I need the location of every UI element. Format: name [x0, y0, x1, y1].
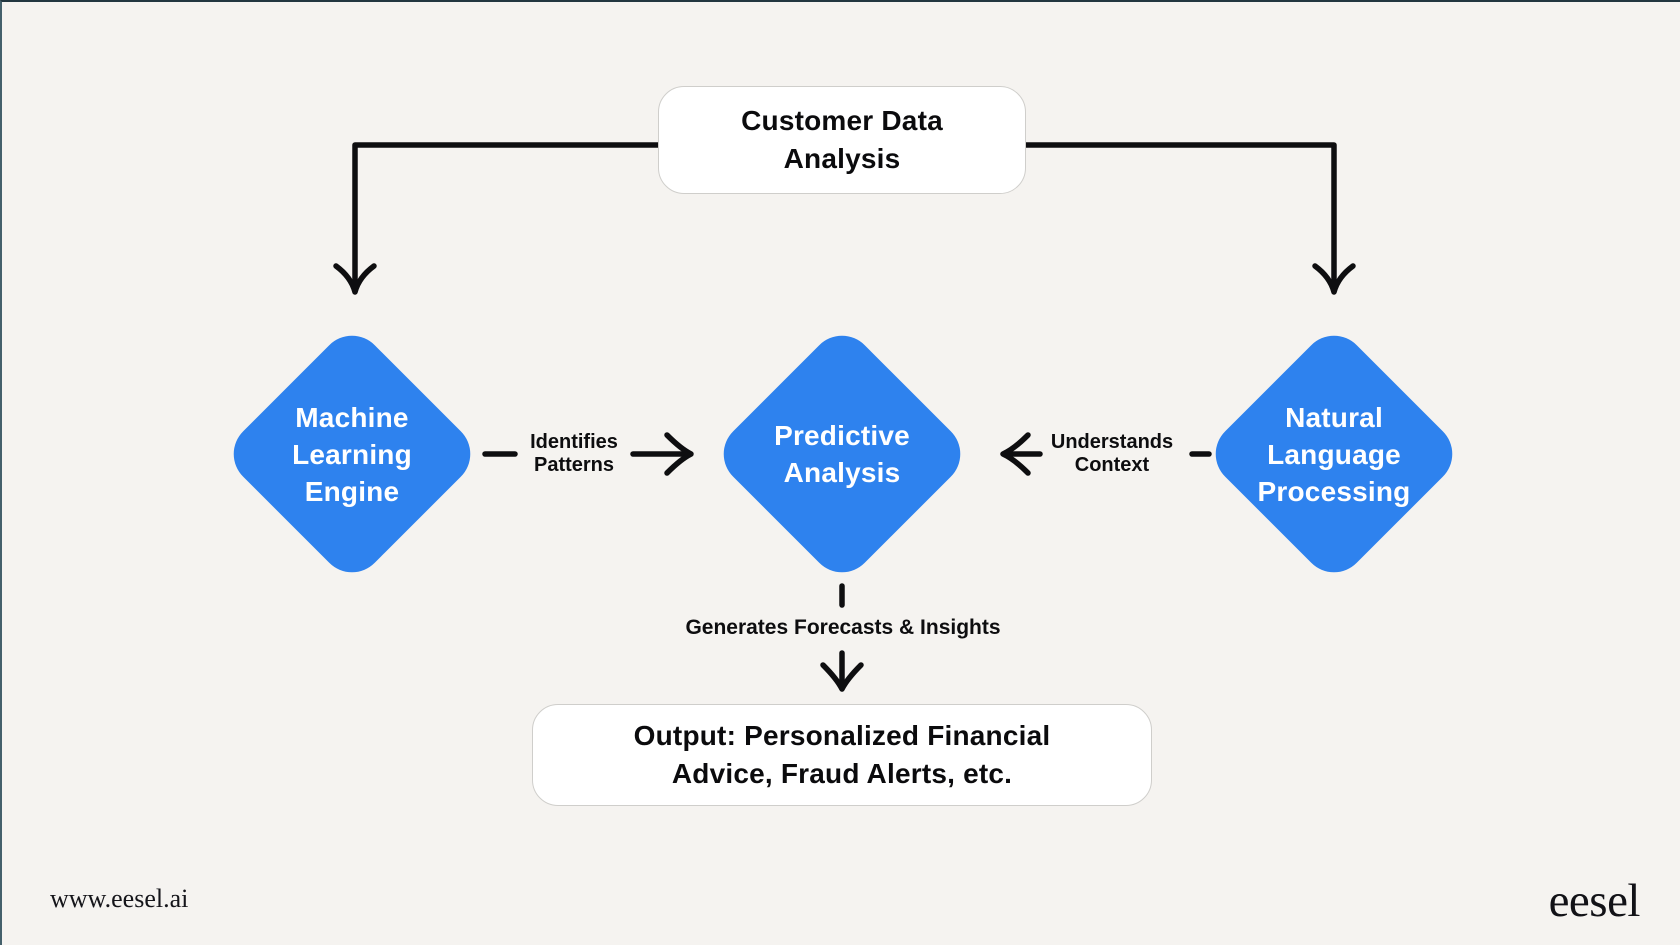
- node-predictive-analysis: Predictive Analysis: [710, 322, 974, 586]
- footer-website-url: www.eesel.ai: [50, 884, 189, 913]
- edge-label-understands-context: Understands Context: [1050, 431, 1174, 476]
- node-output-label: Output: Personalized Financial Advice, F…: [633, 720, 1051, 789]
- arrow-top-to-ml: [333, 142, 662, 295]
- arrow-top-to-nlp: [1022, 142, 1356, 295]
- eesel-logo: eesel: [1548, 875, 1641, 927]
- node-output: Output: Personalized Financial Advice, F…: [532, 704, 1152, 806]
- edge-label-identifies-patterns: Identifies Patterns: [530, 431, 618, 476]
- edge-label-generates-forecasts-insights: Generates Forecasts & Insights: [685, 616, 1001, 639]
- node-natural-language-processing-label: Natural Language Processing: [1257, 401, 1411, 507]
- node-customer-data-analysis: Customer Data Analysis: [658, 86, 1026, 194]
- node-customer-data-analysis-label: Customer Data Analysis: [741, 105, 943, 174]
- node-natural-language-processing: Natural Language Processing: [1202, 322, 1466, 586]
- node-machine-learning-engine: Machine Learning Engine: [220, 322, 484, 586]
- node-predictive-analysis-label: Predictive Analysis: [774, 420, 910, 488]
- node-machine-learning-engine-label: Machine Learning Engine: [292, 401, 412, 507]
